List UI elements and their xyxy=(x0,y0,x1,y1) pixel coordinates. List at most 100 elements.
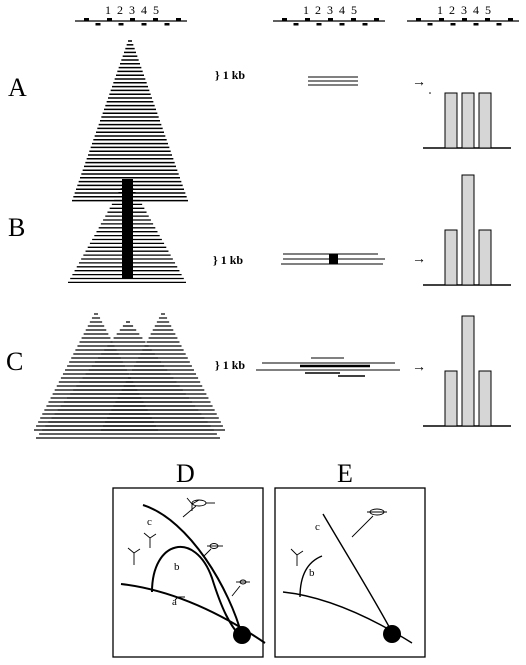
panel-label-a: A xyxy=(8,73,27,102)
lineage-curve-b xyxy=(151,546,241,637)
schematic-d: a b c xyxy=(112,487,266,658)
histogram-c xyxy=(423,315,511,427)
panel-label-b: B xyxy=(8,213,25,242)
map-number: 1 xyxy=(303,3,309,17)
map-number: 3 xyxy=(327,3,333,17)
map-fragment xyxy=(107,18,112,21)
map-fragment xyxy=(153,18,158,21)
ellipse-link xyxy=(203,548,212,557)
map-number: 3 xyxy=(129,3,135,17)
histogram-a xyxy=(423,92,511,149)
map-fragment xyxy=(130,18,135,21)
map-fragment xyxy=(374,18,379,21)
ellipse-link xyxy=(351,515,374,538)
map-number: 4 xyxy=(339,3,345,17)
tree-glyphs xyxy=(290,548,304,566)
map-number: 1 xyxy=(105,3,111,17)
map-fragment xyxy=(305,18,310,21)
map-fragment xyxy=(176,18,181,21)
ellipse-link xyxy=(231,585,241,597)
map-fragment xyxy=(328,18,333,21)
population-cone-b xyxy=(68,179,186,284)
tree-glyph xyxy=(290,548,304,566)
map-fragment xyxy=(508,18,513,21)
map-fragment xyxy=(95,23,101,26)
histogram-bar xyxy=(461,315,475,427)
ancestor-node xyxy=(233,626,251,644)
population-cones-c xyxy=(34,313,225,439)
map-fragment xyxy=(84,18,89,21)
map-fragments xyxy=(84,18,181,26)
dot-mark xyxy=(429,92,431,94)
map-fragment xyxy=(416,18,421,21)
map-fragment xyxy=(316,23,322,26)
map-number: 5 xyxy=(153,3,159,17)
histogram-bar xyxy=(461,92,475,149)
map-fragments xyxy=(416,18,513,26)
map-fragment xyxy=(496,23,502,26)
ellipse-glyphs xyxy=(351,508,387,538)
histogram-b xyxy=(423,174,511,286)
map-number: 5 xyxy=(351,3,357,17)
ellipse-link xyxy=(182,505,197,518)
scale-label-c: } 1 kb xyxy=(215,358,245,372)
arrow-c: → xyxy=(412,360,426,375)
tree-glyph xyxy=(143,532,157,548)
panel-label-e: E xyxy=(337,459,353,488)
map-fragment xyxy=(164,23,170,26)
map-fragment xyxy=(462,18,467,21)
scale-label-b: } 1 kb xyxy=(213,253,243,267)
map-fragment xyxy=(351,18,356,21)
schematic-e: b c xyxy=(274,487,426,658)
arrow-a: → xyxy=(412,75,426,90)
map-number: 3 xyxy=(461,3,467,17)
map-number: 2 xyxy=(315,3,321,17)
lineage-curve-c xyxy=(142,504,243,637)
fragment-stack-b xyxy=(281,253,385,265)
map-number: 1 xyxy=(437,3,443,17)
map-number: 4 xyxy=(141,3,147,17)
curve-label-a: a xyxy=(172,596,177,608)
lineage-curve-b xyxy=(299,555,323,598)
curve-label-b: b xyxy=(174,561,180,573)
tree-glyph xyxy=(127,547,141,565)
panel-frame xyxy=(112,487,264,658)
map-fragment xyxy=(450,23,456,26)
fragment-stack-c xyxy=(256,357,400,377)
conserved-core xyxy=(122,179,133,279)
map-fragment xyxy=(282,18,287,21)
lineage-curve-c xyxy=(322,513,394,635)
curve-label-c: c xyxy=(315,521,320,533)
fragment-stack-a xyxy=(308,76,358,86)
tree-glyphs xyxy=(127,497,200,601)
map-fragment xyxy=(473,23,479,26)
overlap-block xyxy=(329,254,338,264)
map-number: 2 xyxy=(117,3,123,17)
population-cone-a xyxy=(72,40,188,202)
map-fragment xyxy=(293,23,299,26)
arrow-b: → xyxy=(412,252,426,267)
histogram-bar xyxy=(444,92,458,149)
map-fragment xyxy=(141,23,147,26)
histogram-bar xyxy=(478,92,492,149)
map-number: 4 xyxy=(473,3,479,17)
histogram-bar xyxy=(444,229,458,286)
panel-label-c: C xyxy=(6,347,23,376)
histogram-bar xyxy=(461,174,475,286)
ellipse-glyphs xyxy=(182,499,250,597)
panel-frame xyxy=(274,487,426,658)
scale-label-a: } 1 kb xyxy=(215,68,245,82)
map-fragment xyxy=(427,23,433,26)
curve-label-c: c xyxy=(147,516,152,528)
map-number: 5 xyxy=(485,3,491,17)
map-fragment xyxy=(362,23,368,26)
map-fragment xyxy=(339,23,345,26)
panel-label-d: D xyxy=(176,459,195,488)
